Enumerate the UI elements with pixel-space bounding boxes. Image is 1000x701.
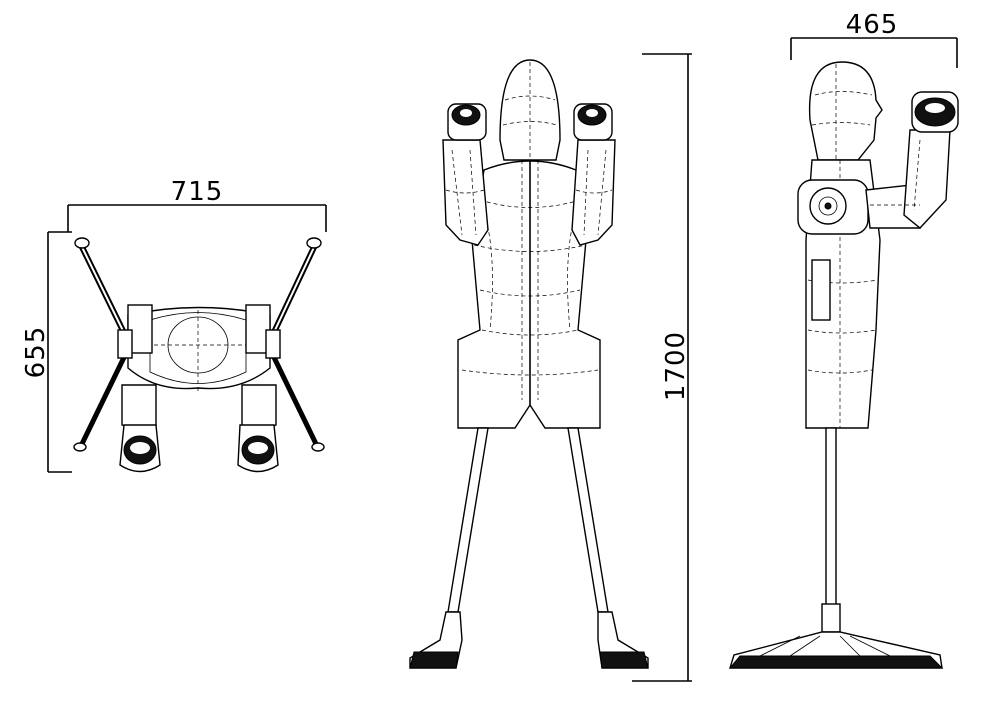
- top-view-depth-dimension: 655: [21, 231, 72, 473]
- front-view: 1700: [409, 53, 692, 682]
- top-view-right-arm: [237, 384, 279, 473]
- top-view-depth-label: 655: [21, 326, 51, 379]
- side-view-depth-dimension: 465: [790, 10, 958, 68]
- top-view-width-dimension: 715: [67, 177, 327, 232]
- side-view-depth-label: 465: [846, 10, 899, 40]
- top-view-torso: [117, 304, 281, 392]
- top-view-left-arm: [119, 384, 161, 473]
- front-view-right-glove: [573, 103, 613, 141]
- front-view-right-foot: [597, 611, 649, 669]
- front-view-left-foot: [409, 611, 463, 669]
- top-view: 715 655: [21, 177, 327, 473]
- side-view-head: [808, 61, 883, 161]
- front-view-right-arm: [571, 139, 616, 246]
- side-view: 465: [728, 10, 959, 669]
- front-view-height-dimension: 1700: [632, 53, 692, 682]
- front-view-height-label: 1700: [661, 331, 691, 401]
- top-view-width-label: 715: [171, 177, 224, 207]
- side-view-shoulder-joint: [797, 179, 869, 235]
- front-view-stand-poles: [447, 427, 609, 613]
- front-view-head: [499, 59, 561, 161]
- side-view-arm: [865, 129, 951, 229]
- front-view-left-arm: [442, 139, 489, 246]
- top-view-stand-legs: [73, 237, 325, 452]
- front-view-torso: [457, 160, 601, 429]
- side-view-stand-pole: [821, 427, 841, 633]
- side-view-glove: [911, 91, 959, 133]
- side-view-stand-base: [728, 631, 944, 669]
- front-view-left-glove: [447, 103, 487, 141]
